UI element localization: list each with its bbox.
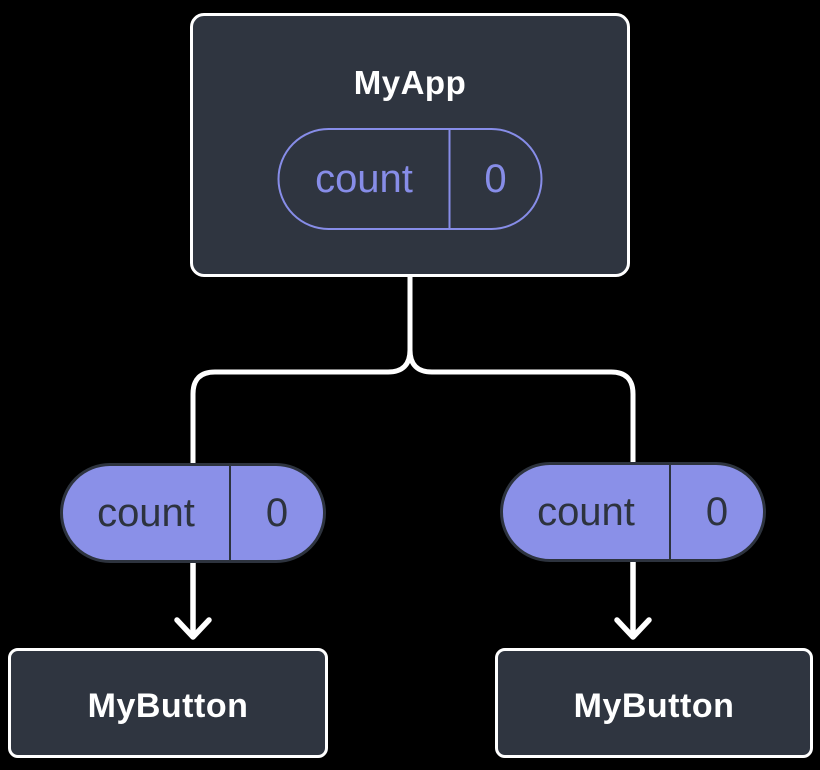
myapp-title: MyApp [353,64,467,101]
left-down-arrow-icon [174,560,212,640]
state-value: 0 [669,465,763,559]
right-child-state-pill: count 0 [500,462,766,562]
mybutton-left-title: MyButton [87,687,249,725]
right-down-arrow-icon [614,559,652,640]
mybutton-left-component-box: MyButton [8,648,328,758]
state-value: 0 [229,466,323,560]
state-label: count [537,490,635,534]
connector-branch-right [407,349,636,466]
myapp-component-box: MyApp count 0 [190,13,630,277]
state-value: 0 [448,130,541,228]
state-label: count [315,157,413,201]
mybutton-right-component-box: MyButton [495,648,813,758]
myapp-state-pill: count 0 [277,128,543,230]
connector-branch-left [190,349,413,466]
mybutton-right-title: MyButton [573,687,735,725]
state-label: count [97,491,195,535]
left-child-state-pill: count 0 [60,463,326,563]
